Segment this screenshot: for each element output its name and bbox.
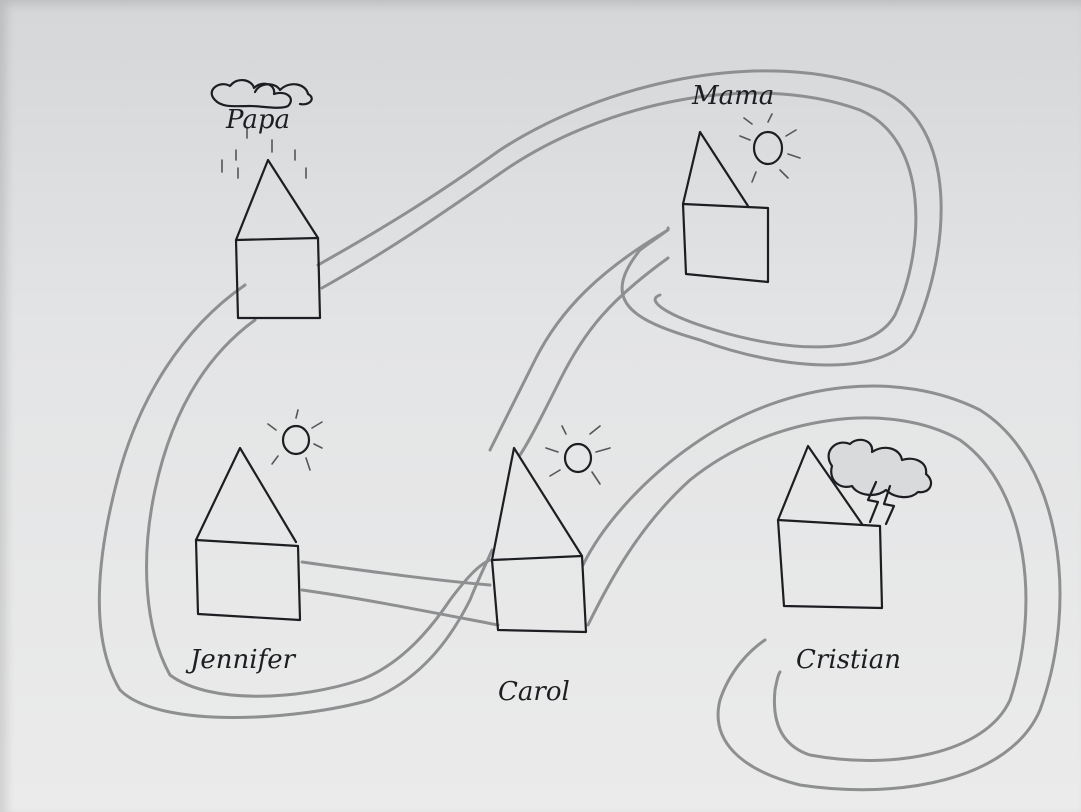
road-papa-mama-outer bbox=[318, 71, 941, 365]
house-papa: Papa bbox=[212, 80, 320, 318]
sun-icon bbox=[268, 410, 322, 470]
house-carol-body bbox=[492, 556, 586, 632]
house-mama: Mama bbox=[683, 81, 800, 282]
road-jennifer-carol-bottom bbox=[302, 590, 498, 625]
house-cristian: Cristian bbox=[778, 440, 931, 675]
house-carol: Carol bbox=[492, 426, 610, 707]
sun-icon bbox=[740, 114, 800, 182]
storm-cloud-icon bbox=[829, 440, 931, 524]
house-carol-label: Carol bbox=[498, 677, 570, 707]
road-carol-cristian-inner bbox=[588, 418, 1026, 761]
house-jennifer-label: Jennifer bbox=[185, 645, 297, 675]
road-mama-carol-right bbox=[520, 258, 668, 455]
house-carol-roof bbox=[492, 448, 582, 560]
house-jennifer: Jennifer bbox=[185, 410, 322, 675]
house-mama-body bbox=[683, 204, 768, 282]
house-cristian-body bbox=[778, 520, 882, 608]
house-cristian-label: Cristian bbox=[796, 645, 901, 675]
road-papa-jennifer-inner bbox=[147, 320, 490, 696]
house-papa-label: Papa bbox=[225, 105, 290, 135]
house-jennifer-body bbox=[196, 540, 300, 620]
house-mama-roof bbox=[683, 132, 748, 206]
road-jennifer-carol-top bbox=[302, 562, 490, 585]
road-network bbox=[99, 71, 1060, 790]
sun-icon bbox=[546, 426, 610, 484]
house-papa-body bbox=[236, 238, 320, 318]
road-mama-carol-left bbox=[490, 230, 668, 450]
road-papa-mama-inner bbox=[322, 93, 916, 347]
road-papa-jennifer-outer bbox=[99, 285, 492, 718]
house-mama-label: Mama bbox=[691, 81, 774, 111]
house-jennifer-roof bbox=[196, 448, 296, 542]
